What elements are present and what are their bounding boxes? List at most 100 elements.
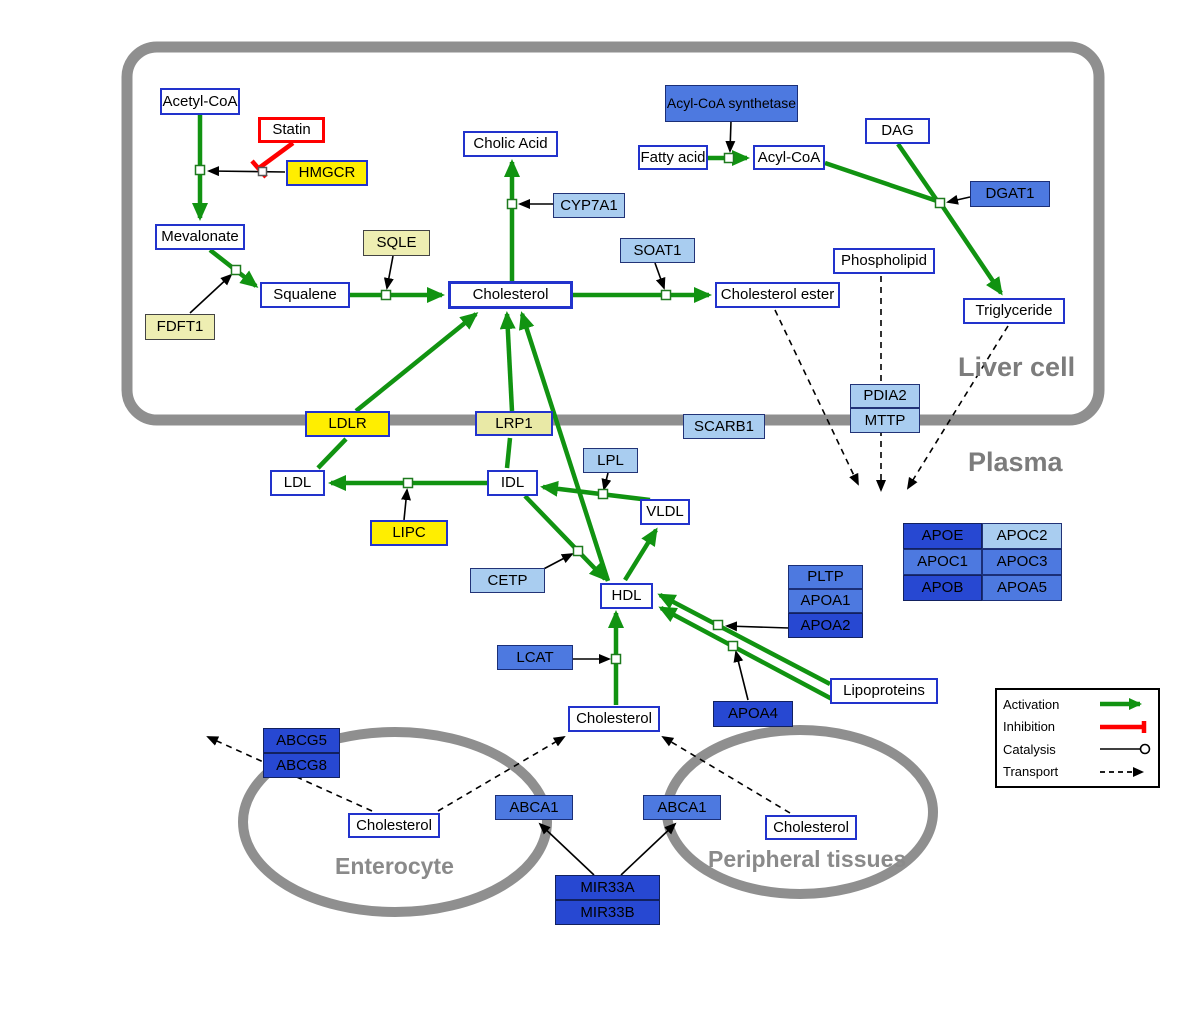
node-triglyceride[interactable]: Triglyceride [963, 298, 1065, 324]
node-mir33a[interactable]: MIR33A [555, 875, 660, 900]
cat-fdft1 [189, 273, 233, 314]
peripheral-tissues-label: Peripheral tissues [708, 846, 907, 872]
act-hdl-vldl [623, 527, 658, 582]
liver-cell-label: Liver cell [958, 352, 1076, 382]
node-apoe[interactable]: APOE [903, 523, 982, 549]
node-soat1[interactable]: SOAT1 [620, 238, 695, 263]
activation-arrow-icon [1100, 698, 1142, 710]
node-lrp1[interactable]: LRP1 [475, 411, 553, 436]
liver-cell-membrane [121, 41, 1105, 426]
node-ldl[interactable]: LDL [270, 470, 325, 496]
inhibition-tee-icon [1100, 720, 1147, 733]
node-ldlr[interactable]: LDLR [305, 411, 390, 437]
node-phospholipid[interactable]: Phospholipid [833, 248, 935, 274]
node-apoc2[interactable]: APOC2 [982, 523, 1062, 549]
node-dgat1[interactable]: DGAT1 [970, 181, 1050, 207]
node-pltp[interactable]: PLTP [788, 565, 863, 589]
node-cholesterol-peripheral[interactable]: Cholesterol [765, 815, 857, 840]
node-abcg5[interactable]: ABCG5 [263, 728, 340, 753]
cat-lipc [401, 488, 411, 521]
node-hmgcr[interactable]: HMGCR [286, 160, 368, 186]
act-ldl-ldlr [316, 437, 348, 470]
legend-transport-label: Transport [1003, 764, 1059, 780]
node-apoc1[interactable]: APOC1 [903, 549, 982, 575]
node-lpl[interactable]: LPL [583, 448, 638, 473]
node-idl[interactable]: IDL [487, 470, 538, 496]
act-dgat1-triglyceride [941, 205, 1003, 296]
compartment-membranes [121, 41, 1105, 917]
node-dag[interactable]: DAG [865, 118, 930, 144]
node-mir33b[interactable]: MIR33B [555, 900, 660, 925]
act-ldlr-cholesterol [354, 312, 479, 413]
transport-triglyceride-to-plasma [906, 325, 1009, 490]
legend-catalysis-row: Catalysis [1003, 739, 1152, 759]
enterocyte-label: Enterocyte [335, 853, 454, 879]
cat-acylcoa-synthetase [725, 120, 736, 153]
node-fdft1[interactable]: FDFT1 [145, 314, 215, 340]
legend-inhibition-row: Inhibition [1003, 717, 1152, 737]
node-sqle[interactable]: SQLE [363, 230, 430, 256]
transport-peripheral-cholesterol-to-plasma [661, 735, 791, 814]
node-cholesterol-enterocyte[interactable]: Cholesterol [348, 813, 440, 838]
node-abca1-peripheral[interactable]: ABCA1 [643, 795, 721, 820]
act-idl-hdl-cetp [523, 494, 608, 582]
node-hdl[interactable]: HDL [600, 583, 653, 609]
node-lcat[interactable]: LCAT [497, 645, 573, 670]
node-acyl-coa-synthetase[interactable]: Acyl-CoA synthetase [665, 85, 798, 122]
node-apoa2[interactable]: APOA2 [788, 613, 863, 638]
node-apoa4[interactable]: APOA4 [713, 701, 793, 727]
reaction-anchors [194, 152, 946, 665]
cat-apoa4 [733, 650, 749, 701]
plasma-label: Plasma [968, 447, 1063, 477]
node-mttp[interactable]: MTTP [850, 408, 920, 433]
legend-catalysis-label: Catalysis [1003, 741, 1056, 757]
node-apoa1[interactable]: APOA1 [788, 589, 863, 613]
node-apoc3[interactable]: APOC3 [982, 549, 1062, 575]
node-squalene[interactable]: Squalene [260, 282, 350, 308]
cat-lpl [601, 472, 612, 491]
node-acetyl-coa[interactable]: Acetyl-CoA [160, 88, 240, 115]
node-apob[interactable]: APOB [903, 575, 982, 601]
act-lipoproteins-hdl-upper [657, 593, 832, 686]
cat-soat1 [654, 262, 666, 290]
act-hdl-liver-cholesterol [518, 311, 611, 582]
node-cholesterol-ester[interactable]: Cholesterol ester [715, 282, 840, 308]
act-idl-lrp1 [504, 437, 513, 469]
node-vldl[interactable]: VLDL [640, 499, 690, 525]
legend-transport-row: Transport [1003, 762, 1152, 782]
node-abca1-enterocyte[interactable]: ABCA1 [495, 795, 573, 820]
node-abcg8[interactable]: ABCG8 [263, 753, 340, 778]
legend: Activation Inhibition Catalysis Transpor… [995, 688, 1160, 788]
node-cholic-acid[interactable]: Cholic Acid [463, 131, 558, 157]
node-scarb1[interactable]: SCARB1 [683, 414, 765, 439]
node-statin[interactable]: Statin [258, 117, 325, 143]
node-mevalonate[interactable]: Mevalonate [155, 224, 245, 250]
cat-hmgcr [207, 166, 286, 177]
act-acylcoa-dgat1 [824, 160, 938, 204]
act-lipoproteins-hdl-lower [658, 606, 834, 701]
node-acyl-coa[interactable]: Acyl-CoA [753, 145, 825, 170]
legend-inhibition-label: Inhibition [1003, 719, 1056, 735]
legend-activation-row: Activation [1003, 694, 1152, 714]
cat-dgat1 [946, 194, 971, 205]
node-lipoproteins[interactable]: Lipoproteins [830, 678, 938, 704]
transport-cholesterol-ester-to-plasma [774, 309, 859, 486]
node-lipc[interactable]: LIPC [370, 520, 448, 546]
node-pdia2[interactable]: PDIA2 [850, 384, 920, 408]
node-cholesterol-liver[interactable]: Cholesterol [448, 281, 573, 309]
transport-dashed-arrow-icon [1100, 766, 1144, 777]
act-dag-dgat1 [896, 142, 938, 201]
node-cyp7a1[interactable]: CYP7A1 [553, 193, 625, 218]
act-lrp1-cholesterol [499, 311, 516, 412]
node-apoa5[interactable]: APOA5 [982, 575, 1062, 601]
cat-mir33-abca1-per [620, 822, 677, 876]
node-cholesterol-plasma[interactable]: Cholesterol [568, 706, 660, 732]
activation-edges [192, 115, 1003, 705]
enterocyte-membrane [238, 727, 552, 917]
node-cetp[interactable]: CETP [470, 568, 545, 593]
act-vldl-idl [540, 480, 651, 503]
transport-enterocyte-cholesterol-to-plasma [437, 735, 566, 812]
node-fatty-acid[interactable]: Fatty acid [638, 145, 708, 170]
